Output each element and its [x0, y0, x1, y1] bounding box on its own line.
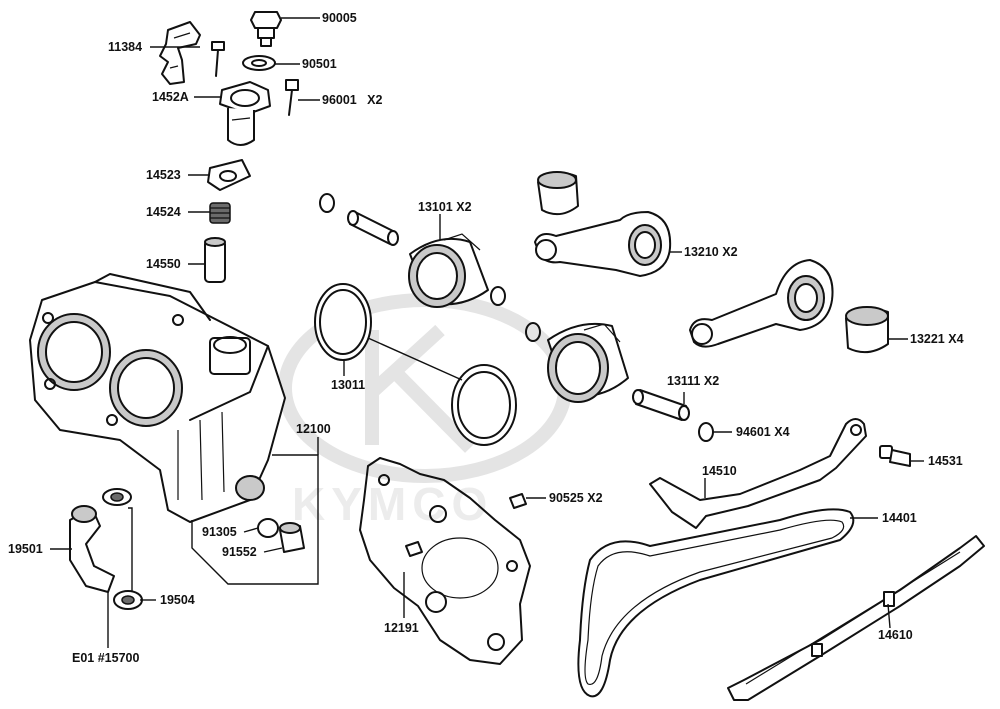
part-90501-washer[interactable] — [242, 55, 276, 71]
part-19504-clamp-lower[interactable] — [113, 590, 143, 610]
label-13101: 13101 X2 — [418, 200, 472, 214]
part-14510-guide[interactable] — [649, 418, 867, 529]
label-91552: 91552 — [222, 545, 257, 559]
part-96001-bolt[interactable] — [285, 79, 299, 116]
label-14531: 14531 — [928, 454, 963, 468]
label-90525: 90525 X2 — [549, 491, 603, 505]
part-14550-rod[interactable] — [204, 237, 226, 283]
part-circlip-b[interactable] — [490, 286, 506, 306]
label-13111: 13111 X2 — [667, 374, 719, 388]
part-cylinder-block[interactable] — [29, 273, 286, 523]
part-91305-ring[interactable] — [257, 518, 279, 538]
part-labels: 90005 11384 90501 1452A 96001 X2 14523 1… — [8, 11, 964, 665]
label-1452a: 1452A — [152, 90, 189, 104]
part-13221-bearing[interactable] — [845, 306, 889, 354]
part-94601-circlip[interactable] — [698, 422, 714, 442]
watermark-text: KYMCO — [292, 478, 493, 530]
part-14531-bolt[interactable] — [879, 445, 911, 467]
label-11384: 11384 — [108, 40, 142, 54]
label-19501: 19501 — [8, 542, 43, 556]
part-14401-chain[interactable] — [577, 508, 855, 698]
part-13111-pin[interactable] — [632, 389, 690, 421]
part-13210-conrod[interactable] — [534, 211, 672, 277]
label-90501: 90501 — [302, 57, 337, 71]
label-13210: 13210 X2 — [684, 245, 738, 259]
label-96001: 96001 X2 — [322, 93, 383, 107]
part-dowel-2[interactable] — [405, 541, 423, 557]
part-piston-pin-upper[interactable] — [347, 210, 399, 246]
part-91552-sleeve[interactable] — [279, 522, 305, 553]
part-14524-spring[interactable] — [209, 202, 231, 224]
label-14401: 14401 — [882, 511, 917, 525]
part-19501-hose[interactable] — [69, 505, 115, 593]
part-circlip-c[interactable] — [525, 322, 541, 342]
part-13011-rings[interactable] — [314, 283, 517, 446]
part-14610-guide[interactable] — [727, 535, 985, 701]
label-12191: 12191 — [384, 621, 419, 635]
label-14524: 14524 — [146, 205, 181, 219]
part-14523-gasket[interactable] — [207, 159, 251, 191]
part-19504-clamp-upper[interactable] — [102, 488, 132, 506]
part-piston-2[interactable] — [547, 322, 629, 403]
label-91305: 91305 — [202, 525, 237, 539]
label-14550: 14550 — [146, 257, 181, 271]
label-94601: 94601 X4 — [736, 425, 790, 439]
part-12191-gasket[interactable] — [359, 457, 531, 665]
part-piston-1[interactable] — [408, 233, 489, 308]
part-conrod-2[interactable] — [689, 259, 834, 348]
label-13011: 13011 — [331, 378, 365, 392]
part-bearing-upper[interactable] — [537, 171, 579, 216]
part-1452a-tensioner[interactable] — [219, 81, 271, 146]
part-90525-dowel[interactable] — [509, 493, 527, 509]
label-e01: E01 #15700 — [72, 651, 139, 665]
label-14610: 14610 — [878, 628, 913, 642]
part-bolt-small[interactable] — [211, 41, 225, 77]
part-circlip-a[interactable] — [319, 193, 335, 213]
label-19504: 19504 — [160, 593, 195, 607]
label-12100: 12100 — [296, 422, 331, 436]
label-14510: 14510 — [702, 464, 737, 478]
label-13221: 13221 X4 — [910, 332, 964, 346]
part-90005-bolt[interactable] — [250, 11, 282, 47]
leader-lines — [50, 17, 924, 648]
part-11384-bracket[interactable] — [159, 21, 201, 85]
label-90005: 90005 — [322, 11, 357, 25]
label-14523: 14523 — [146, 168, 181, 182]
